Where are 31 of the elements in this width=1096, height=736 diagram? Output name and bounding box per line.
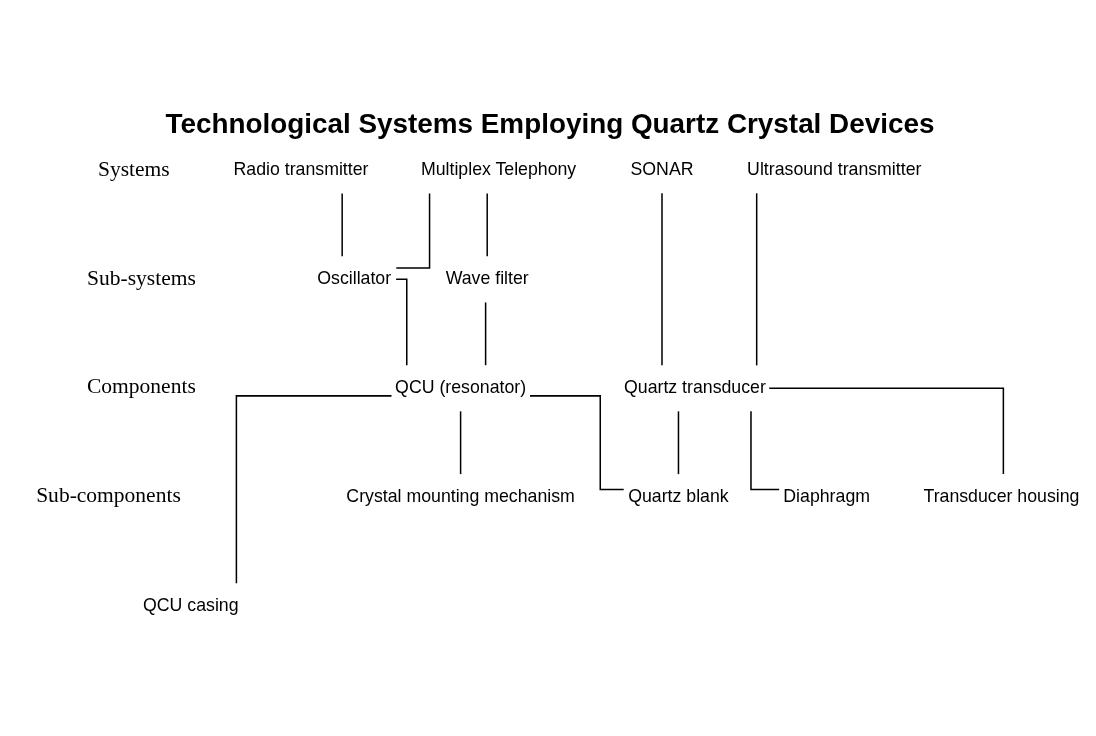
- connector: [235, 395, 393, 584]
- connector: [750, 410, 780, 491]
- connector: [395, 278, 408, 366]
- connector: [486, 192, 488, 258]
- node-text: SONAR: [630, 159, 694, 180]
- connector: [755, 192, 758, 367]
- node-text: Ultrasound transmitter: [747, 159, 922, 180]
- label: Systems: [97, 156, 170, 181]
- label: Sub-components: [36, 483, 181, 508]
- connector: [677, 410, 680, 475]
- node-text: Crystal mounting mechanism: [346, 485, 575, 506]
- node-text: QCU (resonator): [395, 376, 527, 397]
- connector: [768, 387, 1005, 475]
- diagram-title: Technological Systems Employing Quartz Crystal Devices: [165, 108, 935, 140]
- node-text: Transducer housing: [923, 485, 1080, 506]
- connector: [661, 192, 663, 367]
- connector: [484, 301, 487, 366]
- node-text: Multiplex Telephony: [420, 159, 577, 180]
- connector: [341, 192, 343, 258]
- node-text: Oscillator: [317, 268, 392, 289]
- label: Components: [87, 374, 196, 399]
- label: Sub-systems: [87, 265, 196, 290]
- connector: [529, 395, 625, 491]
- node-text: QCU casing: [143, 594, 239, 615]
- node-text: Radio transmitter: [233, 159, 369, 180]
- node-text: Quartz blank: [628, 485, 729, 506]
- connector: [459, 410, 462, 475]
- node-text: Diaphragm: [783, 485, 870, 506]
- node-text: Wave filter: [445, 268, 529, 289]
- connector: [395, 192, 431, 269]
- node-text: Quartz transducer: [624, 376, 766, 397]
